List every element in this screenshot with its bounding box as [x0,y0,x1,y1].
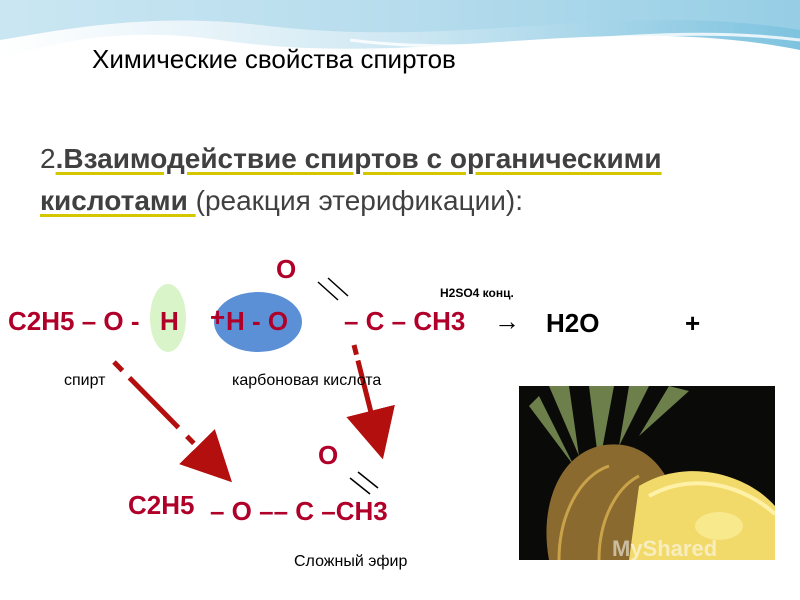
leaving-oh-highlight [214,292,302,352]
pineapple-image [519,386,775,560]
reaction-plus: + [210,302,226,332]
reaction-arrow: → [494,306,520,336]
slide-subtitle: 2.Взаимодействие спиртов с органическими… [40,138,780,222]
reactant-acid-tail: – C – CH3 [344,306,466,336]
leaving-h-highlight [150,284,186,352]
watermark: MyShared [612,536,718,561]
arrow-left-red [112,360,233,483]
label-acid: карбоновая кислота [232,372,382,389]
ester-chain: – O –– C –CH3 [210,496,388,526]
label-alcohol: спирт [64,372,106,389]
reactant-alcohol-h: H [160,306,179,336]
product-water: H2O [546,308,600,338]
subtitle-rest: (реакция этерификации): [195,185,524,216]
product-plus: + [685,308,701,338]
arrow-right-red [346,344,395,460]
ester-oxygen: O [318,440,339,470]
subtitle-number: 2 [40,143,56,174]
reactant-alcohol: C2H5 – O - [8,306,140,336]
ester-ethyl: C2H5 [128,490,195,520]
acid-oxygen: O [276,254,297,284]
decorative-wave-header [0,0,800,60]
slide-title: Химические свойства спиртов [92,44,456,74]
catalyst-label: H2SO4 конц. [440,286,514,300]
label-ester: Сложный эфир [294,553,408,570]
reactant-acid-head: H - O [226,306,289,336]
subtitle-emphasis: .Взаимодействие спиртов с органическими … [40,143,662,216]
